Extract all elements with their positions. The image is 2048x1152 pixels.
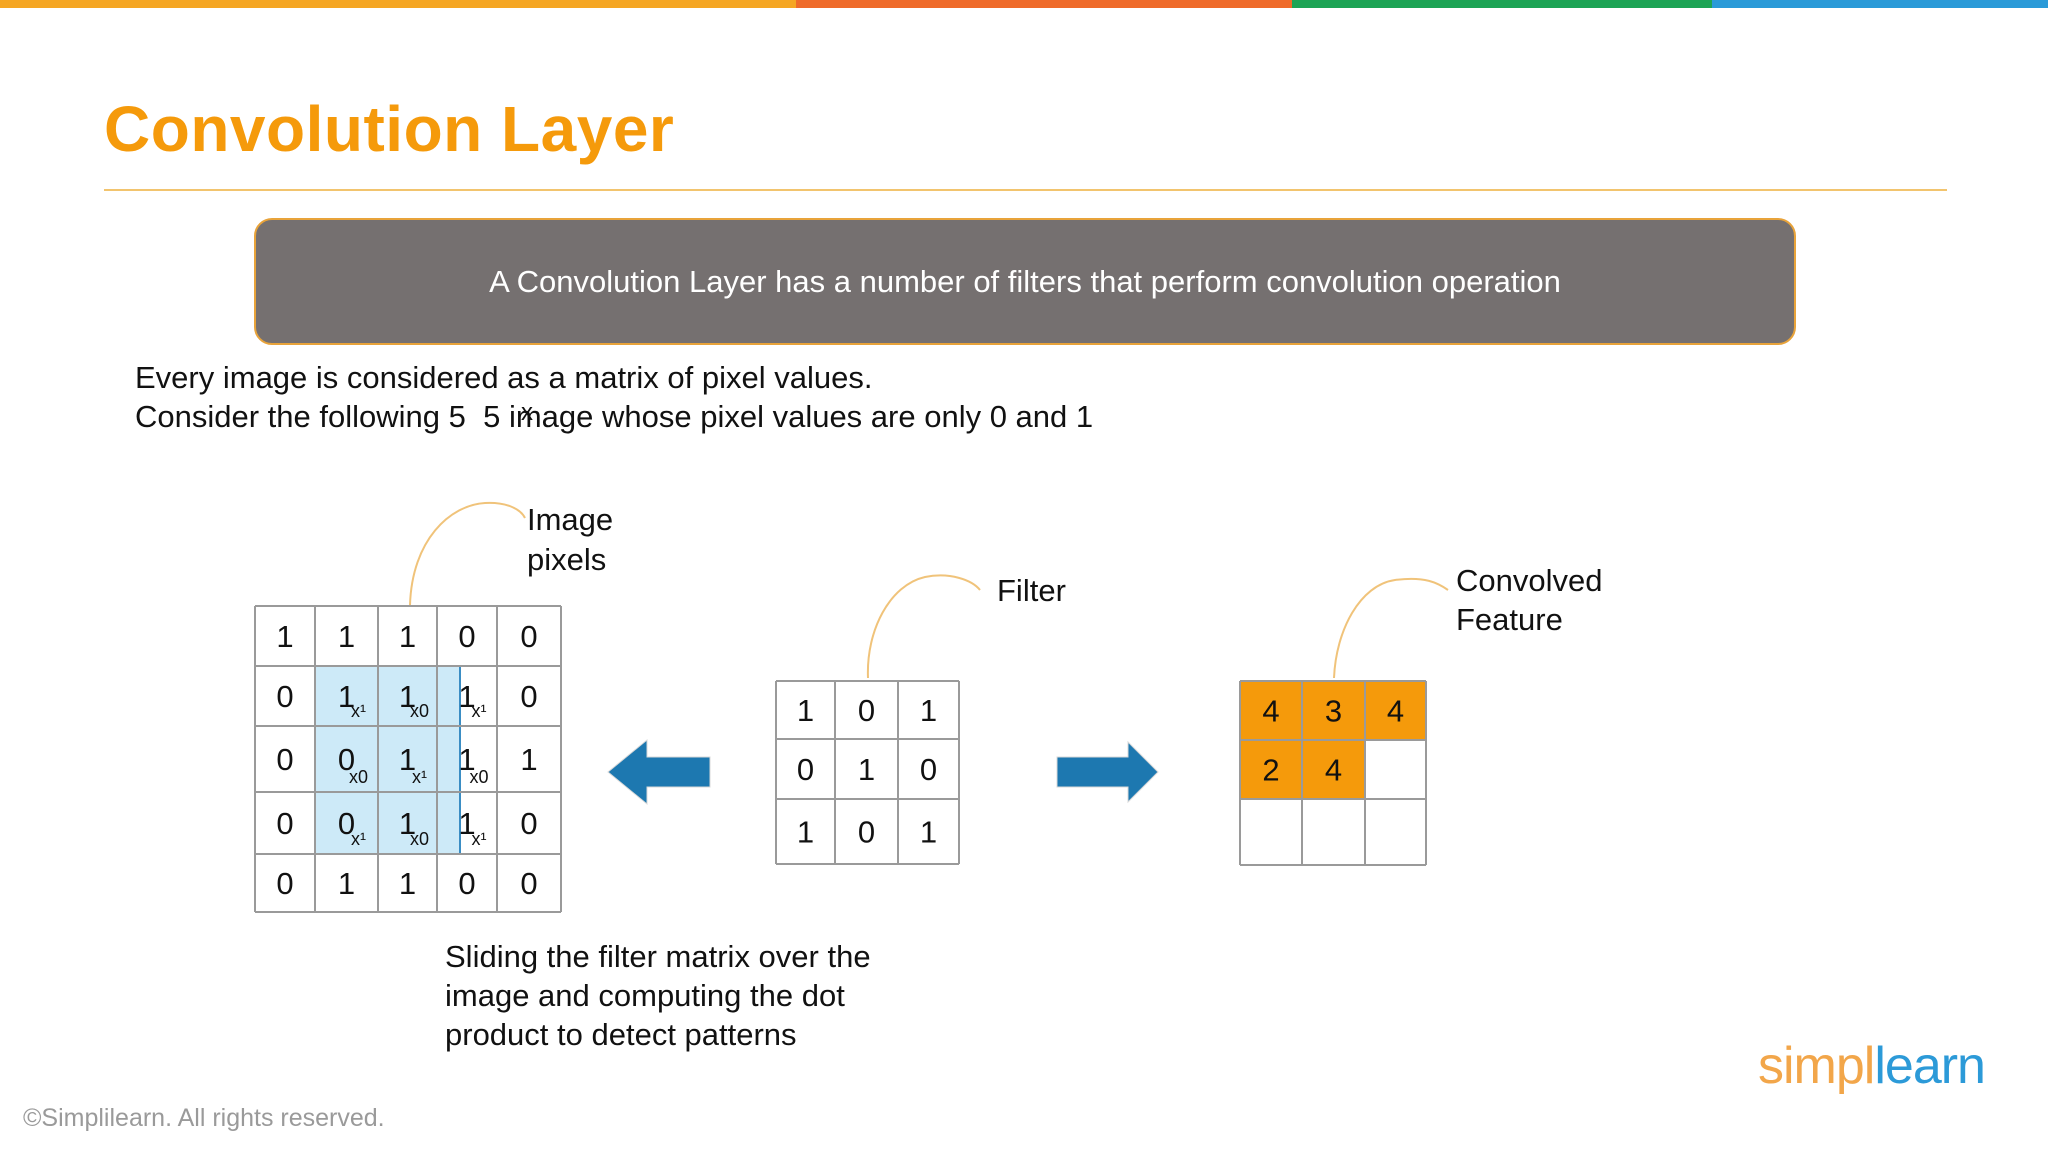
filter-values: 1 0 1 0 1 0 1 0 1 xyxy=(797,693,937,850)
image-values: 1 1 1 0 0 0 1 1 1 0 0 0 1 1 1 0 0 1 1 0 0 1 1 0 0 xyxy=(276,619,537,901)
image-cell-value: 0 xyxy=(520,806,537,841)
image-cell-value: 0 xyxy=(520,866,537,901)
image-multiplier: x¹ xyxy=(472,701,487,721)
simplilearn-logo: simpllearn xyxy=(1758,1036,1986,1096)
intro-line-2: Consider the following 5 5 image whose p… xyxy=(135,399,1094,434)
title-divider xyxy=(104,189,1947,191)
image-callout-line xyxy=(409,501,526,606)
filter-label: Filter xyxy=(997,573,1066,608)
right-arrow-icon xyxy=(1056,740,1159,804)
image-multiplier: x¹ xyxy=(351,701,366,721)
filter-cell-value: 0 xyxy=(920,752,937,787)
caption-line-1: Sliding the filter matrix over the xyxy=(445,939,871,974)
image-cell-value: 1 xyxy=(399,679,416,714)
image-cell-value: 1 xyxy=(520,742,537,777)
intro-text: Every image is considered as a matrix of… xyxy=(135,358,1093,436)
image-cell-value: 0 xyxy=(276,679,293,714)
image-multiplier: x0 xyxy=(469,767,488,787)
image-cell-value: 1 xyxy=(399,866,416,901)
image-cell-value: 0 xyxy=(338,742,355,777)
image-multiplier: x¹ xyxy=(472,829,487,849)
filter-cell-value: 1 xyxy=(920,693,937,728)
image-cell-value: 1 xyxy=(338,866,355,901)
filter-callout-line xyxy=(866,574,981,679)
feature-cell-value: 4 xyxy=(1262,693,1279,728)
image-cell-value: 1 xyxy=(338,679,355,714)
filter-cell-value: 0 xyxy=(858,814,875,849)
image-cell-value: 1 xyxy=(338,619,355,654)
feature-cell-fill xyxy=(1302,740,1365,799)
image-multiplier: x¹ xyxy=(412,767,427,787)
image-cell-value: 1 xyxy=(458,806,475,841)
definition-banner: A Convolution Layer has a number of filt… xyxy=(254,218,1796,345)
image-cell-value: 1 xyxy=(399,806,416,841)
image-cell-value: 0 xyxy=(276,866,293,901)
feature-cell-value: 3 xyxy=(1325,693,1342,728)
image-grid xyxy=(254,605,562,913)
banner-text: A Convolution Layer has a number of filt… xyxy=(489,263,1561,299)
image-label-line-2: pixels xyxy=(527,542,606,577)
image-cell-value: 0 xyxy=(276,742,293,777)
logo-part-simpl: simpl xyxy=(1758,1037,1875,1095)
image-cell-value: 0 xyxy=(520,619,537,654)
filter-matrix: 1 0 1 0 1 0 1 0 1 xyxy=(775,680,960,865)
feature-cell-fill xyxy=(1240,740,1302,799)
accent-blue xyxy=(1712,0,2048,8)
image-multiplier: x¹ xyxy=(351,829,366,849)
filter-cell-value: 1 xyxy=(797,693,814,728)
feature-label-line-1: Convolved xyxy=(1456,563,1602,598)
accent-orange xyxy=(0,0,796,8)
logo-part-learn: learn xyxy=(1874,1037,1986,1095)
feature-cell-fill xyxy=(1365,681,1426,740)
image-label-line-1: Image xyxy=(527,502,613,537)
caption-line-2: image and computing the dot xyxy=(445,978,845,1013)
filter-cell-value: 0 xyxy=(858,693,875,728)
filter-cell-value: 1 xyxy=(797,814,814,849)
image-cell-value: 1 xyxy=(276,619,293,654)
image-multipliers: x¹ x0 x¹ x0 x¹ x0 x¹ x0 x¹ xyxy=(349,701,489,849)
feature-grid xyxy=(1239,680,1427,866)
copyright-footer: ©Simplilearn. All rights reserved. xyxy=(23,1104,385,1132)
filter-cell-value: 1 xyxy=(920,814,937,849)
image-cell-value: 0 xyxy=(276,806,293,841)
feature-values: 4 3 4 2 4 xyxy=(1262,693,1404,787)
image-cell-value: 0 xyxy=(520,679,537,714)
feature-cell-fill xyxy=(1240,681,1302,740)
filter-cell-value: 1 xyxy=(858,752,875,787)
slide-title: Convolution Layer xyxy=(104,93,675,165)
image-cell-value: 1 xyxy=(399,742,416,777)
left-arrow-icon xyxy=(607,738,711,806)
filter-cell-value: 0 xyxy=(797,752,814,787)
caption-line-3: product to detect patterns xyxy=(445,1017,797,1052)
image-highlight-window xyxy=(314,665,461,855)
feature-matrix: 4 3 4 2 4 xyxy=(1239,680,1427,866)
times-symbol: x xyxy=(521,399,533,426)
feature-cell-fill xyxy=(1302,681,1365,740)
image-cell-value: 0 xyxy=(458,866,475,901)
feature-cell-value: 4 xyxy=(1325,752,1342,787)
accent-red-orange xyxy=(796,0,1292,8)
image-cell-value: 0 xyxy=(458,619,475,654)
feature-cells xyxy=(1240,681,1426,799)
accent-green xyxy=(1292,0,1712,8)
feature-cell-value: 4 xyxy=(1387,693,1404,728)
image-cell-value: 1 xyxy=(458,742,475,777)
intro-line-1: Every image is considered as a matrix of… xyxy=(135,360,873,395)
top-accent-bar xyxy=(0,0,2048,8)
image-cell-value: 1 xyxy=(399,619,416,654)
image-multiplier: x0 xyxy=(349,767,368,787)
image-cell-value: 0 xyxy=(338,806,355,841)
image-multiplier: x0 xyxy=(410,701,429,721)
feature-label-line-2: Feature xyxy=(1456,602,1563,637)
image-multiplier: x0 xyxy=(410,829,429,849)
filter-grid xyxy=(775,680,960,865)
feature-callout-line xyxy=(1333,577,1449,679)
image-cell-value: 1 xyxy=(458,679,475,714)
feature-cell-value: 2 xyxy=(1262,752,1279,787)
